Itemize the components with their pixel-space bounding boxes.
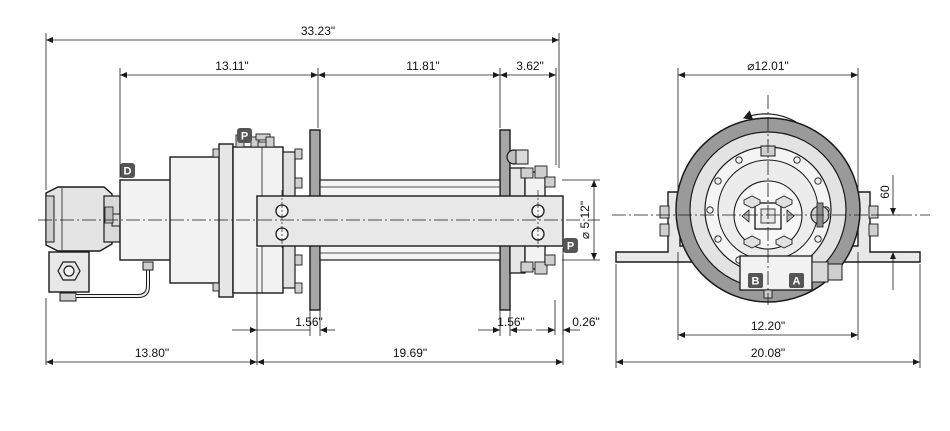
dim-end-diameter: ⌀12.01": [747, 59, 789, 73]
side-view: P D P: [38, 24, 600, 365]
dim-motor-to-drum: 13.11": [215, 59, 248, 73]
base-plate: [256, 195, 564, 247]
port-p-top-tag: P: [237, 128, 252, 143]
dim-overall-length: 33.23": [301, 24, 335, 38]
rotation-arrow-icon: [743, 110, 797, 123]
dim-base-left: 13.80": [135, 346, 169, 360]
dim-end-gap: 0.26": [572, 315, 600, 329]
dim-bearing-end: 3.62": [516, 59, 544, 73]
port-p-side-label: P: [567, 241, 574, 253]
dim-flange-left: 1.56": [295, 315, 323, 329]
end-view: B A ⌀12.01" 12.20" 20.: [612, 59, 930, 368]
port-a-label: A: [793, 276, 801, 288]
port-b-tag: B: [748, 273, 763, 288]
flange-bolts: [212, 133, 303, 294]
dim-end-total-width: 20.08": [751, 346, 785, 360]
dim-mount-height: 60: [878, 185, 892, 199]
side-dimension-lines: [45, 33, 600, 365]
dim-drum-diameter: ⌀ 5.12": [578, 201, 592, 239]
gearbox-flange: [218, 143, 234, 298]
dim-drum-width: 11.81": [406, 59, 439, 73]
dim-mount-width: 12.20": [751, 319, 785, 333]
dim-flange-right: 1.56": [497, 315, 525, 329]
port-d-label: D: [124, 166, 132, 178]
port-d-tag: D: [120, 163, 135, 178]
end-dimension-lines: [615, 68, 921, 368]
hydraulic-motor: [45, 186, 133, 252]
port-p-top-label: P: [241, 131, 248, 143]
port-p-side-tag: P: [563, 238, 578, 253]
dim-base-right: 19.69": [393, 346, 427, 360]
valve-block: [48, 251, 154, 302]
port-a-tag: A: [789, 273, 804, 288]
port-b-label: B: [752, 276, 760, 288]
